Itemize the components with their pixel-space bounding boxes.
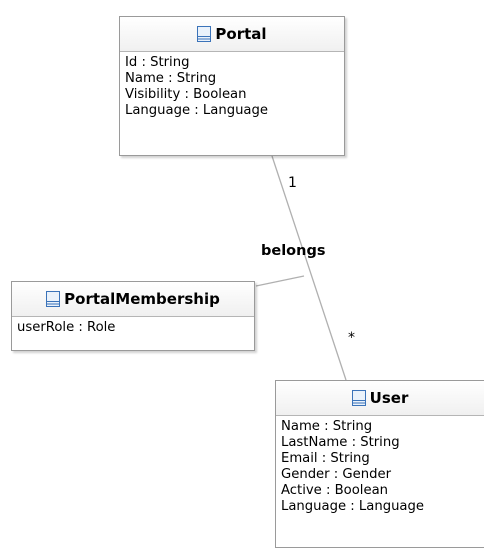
attribute: Name : String <box>125 71 217 86</box>
class-portal[interactable]: Portal Id : String Name : String Visibil… <box>119 16 345 156</box>
association-line-portal-user[interactable] <box>271 155 347 381</box>
multiplicity-user-end: * <box>348 330 355 346</box>
class-portal-membership-header: PortalMembership <box>12 282 254 317</box>
attribute: Language : Language <box>125 103 268 118</box>
multiplicity-portal-end: 1 <box>288 175 297 191</box>
class-icon <box>351 390 366 406</box>
class-portal-header: Portal <box>120 17 344 52</box>
class-portal-attributes: Id : String Name : String Visibility : B… <box>120 52 344 119</box>
attribute: userRole : Role <box>17 320 116 335</box>
attribute: Language : Language <box>281 499 424 514</box>
class-portal-membership-attributes: userRole : Role <box>12 317 254 336</box>
class-portal-membership[interactable]: PortalMembership userRole : Role <box>11 281 255 351</box>
class-icon <box>46 291 61 307</box>
attribute: Id : String <box>125 55 190 70</box>
attribute: Active : Boolean <box>281 483 389 498</box>
class-portal-name: Portal <box>215 25 267 43</box>
class-user-header: User <box>276 381 484 416</box>
class-user[interactable]: User Name : String LastName : String Ema… <box>275 380 484 548</box>
association-class-connector[interactable] <box>255 275 305 287</box>
attribute: Visibility : Boolean <box>125 87 247 102</box>
class-user-attributes: Name : String LastName : String Email : … <box>276 416 484 515</box>
attribute: Email : String <box>281 451 370 466</box>
attribute: Gender : Gender <box>281 467 392 482</box>
class-icon <box>197 26 212 42</box>
attribute: LastName : String <box>281 435 400 450</box>
class-portal-membership-name: PortalMembership <box>64 290 220 308</box>
attribute: Name : String <box>281 419 373 434</box>
association-name: belongs <box>261 243 326 259</box>
class-user-name: User <box>369 389 409 407</box>
